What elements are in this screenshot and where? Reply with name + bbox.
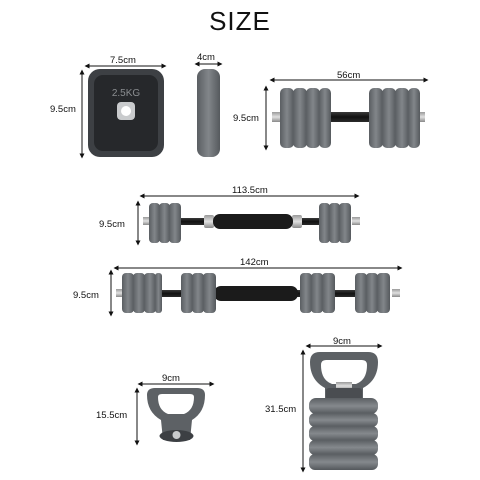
svg-text:2.5KG: 2.5KG bbox=[112, 88, 141, 99]
dumbbell bbox=[263, 77, 429, 151]
barbell-short-left-plates bbox=[149, 203, 181, 243]
barbell-short bbox=[135, 193, 360, 246]
barbell-long bbox=[108, 265, 403, 317]
barbell-short-right-plates bbox=[319, 203, 351, 243]
dumbbell-length-label: 56cm bbox=[337, 70, 361, 81]
kettlebell-height-label: 31.5cm bbox=[265, 404, 297, 415]
dumbbell-height-label: 9.5cm bbox=[233, 113, 259, 124]
barbell-long-inner-right-plates bbox=[300, 273, 335, 313]
kettlebell-handle bbox=[134, 381, 215, 446]
barbell-long-inner-left-plates bbox=[181, 273, 216, 313]
dumbbell-bar bbox=[325, 112, 375, 122]
barbell-long-outer-right-plates bbox=[355, 273, 390, 313]
barbell-short-height-label: 9.5cm bbox=[99, 219, 125, 230]
barbell-long-height-label: 9.5cm bbox=[73, 290, 99, 301]
plate-thickness-label: 4cm bbox=[197, 52, 215, 63]
weight-plate-front: 2.5KG bbox=[79, 63, 167, 159]
dumbbell-right-plates bbox=[369, 88, 420, 148]
plate-width-label: 7.5cm bbox=[110, 55, 136, 66]
barbell-short-length-label: 113.5cm bbox=[232, 185, 268, 196]
barbell-long-outer-left-plates bbox=[122, 273, 162, 313]
weight-plate-side bbox=[194, 61, 223, 157]
kettlebell-width-label: 9cm bbox=[333, 336, 351, 347]
plate-weight-text: 2.5KG bbox=[112, 88, 141, 99]
dumbbell-left-plates bbox=[280, 88, 331, 148]
kettlebell-pin bbox=[336, 382, 352, 390]
plate-height-label: 9.5cm bbox=[50, 104, 76, 115]
handle-height-label: 15.5cm bbox=[96, 410, 128, 421]
handle-width-label: 9cm bbox=[162, 373, 180, 384]
barbell-short-grip bbox=[213, 214, 293, 229]
kettlebell bbox=[300, 343, 383, 473]
plate-side-body bbox=[197, 69, 220, 157]
barbell-long-grip bbox=[214, 286, 298, 301]
plate-hole bbox=[121, 106, 131, 116]
kettlebell-plates bbox=[309, 398, 378, 470]
barbell-long-length-label: 142cm bbox=[240, 257, 269, 268]
page-title: SIZE bbox=[209, 6, 271, 36]
